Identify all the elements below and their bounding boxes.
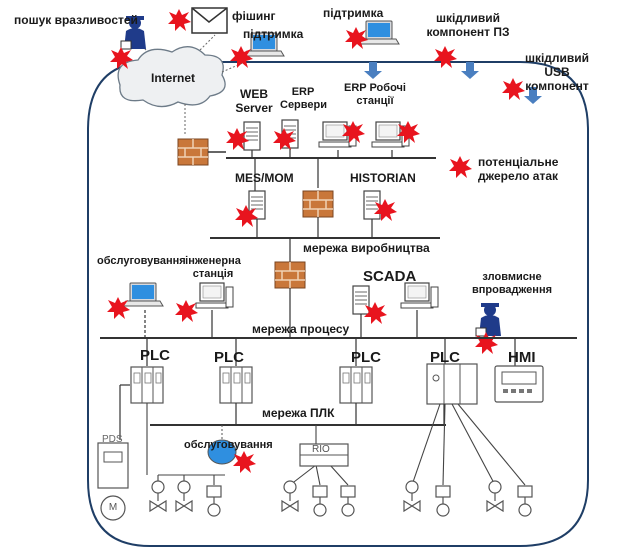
internet-cloud-icon [117, 46, 226, 108]
laptop-icon [207, 425, 237, 465]
mes-mom-label: MES/MOM [235, 171, 294, 185]
hmi-panel-icon [494, 365, 544, 403]
plc-label: PLC [214, 349, 244, 366]
red-star-icon [168, 9, 191, 31]
support-top-label: підтримка [323, 6, 384, 20]
phishing-label: фішинг [232, 9, 276, 23]
sensor-icon [312, 485, 328, 517]
pds-label: PDS [102, 434, 123, 445]
malicious-intro-label: зловмисне впровадження [471, 271, 553, 296]
maintenance-top-label: обслуговування [97, 255, 186, 267]
historian-label: HISTORIAN [350, 171, 416, 185]
vuln-search-label: пошук вразливостей [14, 13, 138, 27]
plc-label: PLC [140, 347, 170, 364]
maintenance-bottom-label: обслуговування [184, 439, 273, 451]
plc-icon [130, 366, 164, 404]
red-star-icon [107, 297, 130, 319]
motor-label: M [108, 502, 118, 513]
hacker-icon [475, 302, 502, 337]
sensor-icon [435, 485, 451, 517]
valve-icon [149, 480, 167, 512]
brick-firewall-icon [177, 138, 209, 166]
engineering-workstation-icon [195, 282, 234, 309]
erp-servers-label: ERP Сервери [280, 86, 327, 111]
engineering-station-label: інженерна станція [185, 255, 241, 280]
scada-label: SCADA [363, 268, 417, 285]
malware-usb-label: шкідливий USB компонент [524, 51, 590, 93]
brick-firewall-icon [302, 190, 334, 218]
inbound-arrows [364, 62, 542, 104]
envelope-icon [191, 7, 228, 34]
web-server-label: WEB Server [235, 87, 273, 115]
valve-icon [403, 480, 421, 512]
plant-boundary [87, 61, 589, 547]
red-star-icon [230, 46, 253, 68]
erp-workstations-label: ERP Робочі станції [344, 82, 406, 107]
valve-icon [281, 480, 299, 512]
sensor-icon [517, 485, 533, 517]
sensor-icon [206, 485, 222, 517]
plc-icon [219, 366, 253, 404]
production-network-label: мережа виробництва [303, 241, 430, 255]
legend-label: потенціальне джерело атак [478, 155, 559, 183]
scada-workstation-icon [400, 282, 439, 309]
hmi-label: HMI [508, 349, 536, 366]
pds-drive-icon [97, 442, 129, 521]
scada-server-icon [352, 285, 370, 315]
red-star-icon [345, 27, 368, 49]
internet-label: Internet [151, 71, 196, 85]
plc-label: PLC [351, 349, 381, 366]
rio-label: RIO [312, 444, 330, 455]
red-star-icon [434, 46, 457, 68]
sensor-icon [340, 485, 356, 517]
web-server-icon [243, 121, 261, 151]
plc-label: PLC [430, 349, 460, 366]
brick-firewall-icon [274, 261, 306, 289]
plc-network-label: мережа ПЛК [262, 406, 335, 420]
rio-module-icon [299, 443, 349, 467]
red-star-icon [175, 300, 198, 322]
process-network-label: мережа процесу [252, 322, 350, 336]
plc-rack-icon [426, 363, 478, 405]
malware-sw-label: шкідливий компонент ПЗ [426, 11, 510, 39]
red-star-icon [233, 451, 256, 473]
support-laptop-label: підтримка [243, 27, 304, 41]
plc-icon [339, 366, 373, 404]
red-star-icon [449, 156, 472, 178]
valve-icon [486, 480, 504, 512]
laptop-icon [122, 282, 164, 307]
valve-icon [175, 480, 193, 512]
